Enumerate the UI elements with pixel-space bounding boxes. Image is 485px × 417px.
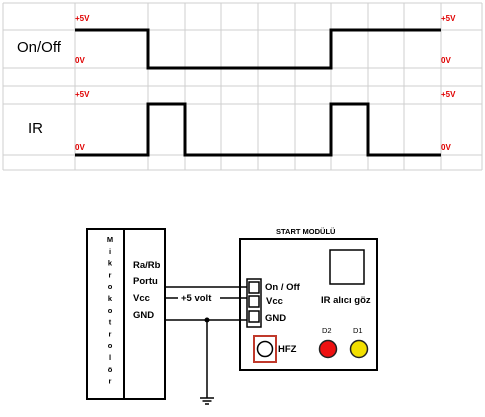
ir-low-label-left: 0V: [75, 143, 85, 152]
microcontroller-label-letter: r: [109, 377, 112, 386]
microcontroller-label-letter: o: [108, 306, 113, 315]
led-d2-label: D2: [322, 326, 332, 335]
pin-label-portu: Portu: [133, 276, 158, 287]
microcontroller-label-letter: r: [109, 329, 112, 338]
ir-high-label-right: +5V: [441, 90, 456, 99]
pin-label-gnd: GND: [133, 310, 154, 321]
microcontroller-box: [86, 228, 166, 400]
microcontroller-label-letter: ö: [108, 365, 113, 374]
led-d2-red-icon: [318, 339, 338, 359]
on-off-signal-waveform: [75, 28, 441, 70]
pin-label-ra-rb: Ra/Rb: [133, 260, 161, 271]
module-pin-label-on-off: On / Off: [265, 282, 301, 293]
module-pin-label-vcc: Vcc: [266, 296, 283, 307]
start-module-title: START MODÜLÜ: [276, 227, 335, 236]
hfz-button-label: HFZ: [278, 344, 297, 355]
on-off-low-label-left: 0V: [75, 56, 85, 65]
on-off-high-label-right: +5V: [441, 14, 456, 23]
ir-high-label-left: +5V: [75, 90, 90, 99]
ground-symbol-icon: [200, 397, 214, 405]
on-off-high-label-left: +5V: [75, 14, 90, 23]
module-pin-label-gnd: GND: [265, 313, 286, 324]
ir-sensor-icon: [329, 249, 365, 285]
timing-diagram: On/Off IR +5V 0V +5V 0V +5V 0V +5V 0V: [2, 2, 483, 171]
microcontroller-label-letter: o: [108, 282, 113, 291]
ir-low-label-right: 0V: [441, 143, 451, 152]
ir-signal-waveform: [75, 102, 441, 157]
on-off-row-label: On/Off: [17, 39, 62, 56]
microcontroller-label-letter: k: [108, 294, 113, 303]
ir-sensor-label: IR alıcı göz: [321, 295, 371, 306]
hfz-button-circle-icon: [256, 340, 274, 358]
microcontroller-label-letter: l: [109, 353, 111, 362]
led-d1-yellow-icon: [349, 339, 369, 359]
led-d1-label: D1: [353, 326, 363, 335]
microcontroller-label-letter: M: [107, 235, 113, 244]
on-off-low-label-right: 0V: [441, 56, 451, 65]
module-connector: [246, 278, 262, 328]
supply-voltage-label: +5 volt: [181, 293, 212, 304]
microcontroller-label-letter: r: [109, 270, 112, 279]
start-module-box: [239, 238, 378, 371]
microcontroller-label-letter: k: [108, 259, 113, 268]
microcontroller-label-letter: i: [109, 247, 111, 256]
microcontroller-label-letter: t: [109, 318, 112, 327]
microcontroller-label-letter: o: [108, 341, 113, 350]
ir-row-label: IR: [28, 120, 43, 137]
gnd-junction-dot: [204, 317, 210, 323]
hfz-button[interactable]: [253, 335, 277, 363]
pin-label-vcc: Vcc: [133, 293, 150, 304]
